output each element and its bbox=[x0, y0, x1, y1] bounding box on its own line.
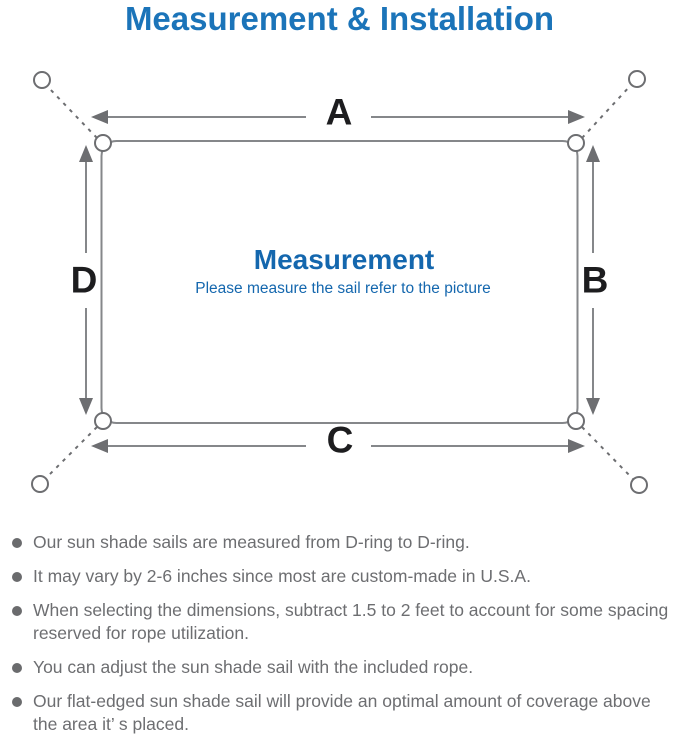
notes-list: Our sun shade sails are measured from D-… bbox=[9, 531, 675, 739]
arrowhead-d-up-icon bbox=[79, 145, 93, 162]
list-item: Our sun shade sails are measured from D-… bbox=[9, 531, 675, 554]
bullet-icon bbox=[12, 538, 22, 548]
dimension-label-a: A bbox=[325, 91, 353, 133]
d-ring-top-right-icon bbox=[567, 134, 585, 152]
sail-outline bbox=[100, 140, 579, 424]
rope-bottom-right bbox=[581, 426, 634, 480]
rope-top-right bbox=[581, 84, 632, 139]
rope-bottom-left bbox=[45, 426, 98, 479]
arrowhead-b-down-icon bbox=[586, 398, 600, 415]
bullet-icon bbox=[12, 606, 22, 616]
note-text: Our sun shade sails are measured from D-… bbox=[33, 532, 470, 552]
list-item: When selecting the dimensions, subtract … bbox=[9, 599, 675, 645]
arrowhead-b-up-icon bbox=[586, 145, 600, 162]
corner-d-rings bbox=[94, 134, 585, 430]
bullet-icon bbox=[12, 663, 22, 673]
list-item: It may vary by 2-6 inches since most are… bbox=[9, 565, 675, 588]
d-ring-top-left-icon bbox=[94, 134, 112, 152]
arrowhead-c-left-icon bbox=[91, 439, 108, 453]
dimension-label-b: B bbox=[581, 259, 609, 301]
note-text: When selecting the dimensions, subtract … bbox=[33, 600, 669, 643]
anchor-rings bbox=[31, 70, 648, 494]
list-item: You can adjust the sun shade sail with t… bbox=[9, 656, 675, 679]
anchor-ring-top-left-icon bbox=[33, 71, 51, 89]
dimension-label-c: C bbox=[326, 419, 354, 461]
measurement-subtitle: Please measure the sail refer to the pic… bbox=[195, 280, 491, 297]
bullet-icon bbox=[12, 697, 22, 707]
note-text: Our flat-edged sun shade sail will provi… bbox=[33, 691, 651, 734]
bullet-icon bbox=[12, 572, 22, 582]
dimension-label-d: D bbox=[70, 259, 98, 301]
anchor-ring-top-right-icon bbox=[628, 70, 646, 88]
arrowhead-a-left-icon bbox=[91, 110, 108, 124]
list-item: Our flat-edged sun shade sail will provi… bbox=[9, 690, 675, 736]
anchor-ring-bottom-left-icon bbox=[31, 475, 49, 493]
measurement-heading: Measurement bbox=[253, 244, 435, 275]
page-title: Measurement & Installation bbox=[124, 0, 555, 37]
arrowhead-c-right-icon bbox=[568, 439, 585, 453]
d-ring-bottom-left-icon bbox=[94, 412, 112, 430]
rope-dashed-lines bbox=[45, 84, 634, 480]
arrowhead-a-right-icon bbox=[568, 110, 585, 124]
arrowhead-d-down-icon bbox=[79, 398, 93, 415]
measurement-diagram bbox=[31, 70, 648, 494]
note-text: You can adjust the sun shade sail with t… bbox=[33, 657, 474, 677]
note-text: It may vary by 2-6 inches since most are… bbox=[33, 566, 531, 586]
d-ring-bottom-right-icon bbox=[567, 412, 585, 430]
anchor-ring-bottom-right-icon bbox=[630, 476, 648, 494]
rope-top-left bbox=[47, 86, 98, 139]
